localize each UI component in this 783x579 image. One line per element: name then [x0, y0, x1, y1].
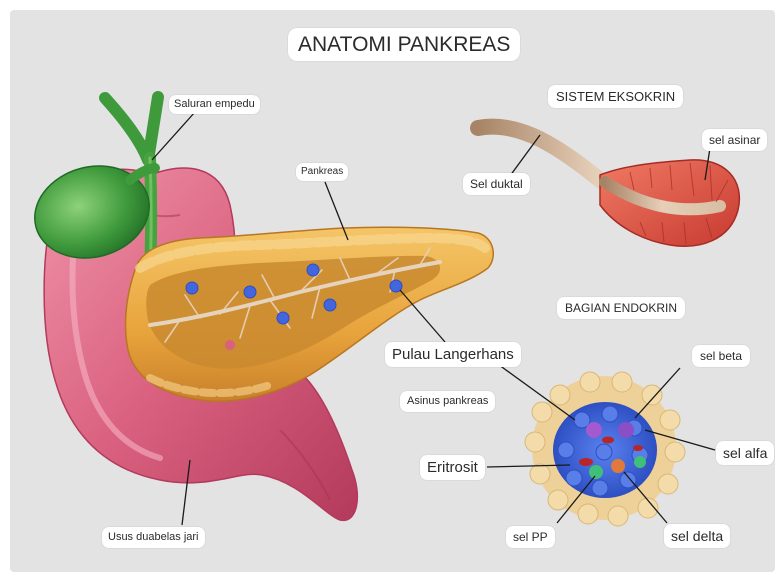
label-sel-duktal: Sel duktal	[463, 173, 530, 195]
delta-cell	[611, 459, 625, 473]
label-saluran-empedu: Saluran empedu	[169, 95, 260, 114]
bile-duct	[105, 97, 158, 160]
pp-cell-2	[634, 456, 646, 468]
alpha-cell	[618, 422, 634, 438]
label-usus-duabelas-jari: Usus duabelas jari	[102, 527, 205, 548]
label-bagian-endokrin: BAGIAN ENDOKRIN	[557, 297, 685, 319]
label-sistem-eksokrin: SISTEM EKSOKRIN	[548, 85, 683, 108]
label-sel-asinar: sel asinar	[702, 129, 767, 151]
label-sel-beta: sel beta	[692, 345, 750, 367]
erythrocyte	[579, 458, 593, 466]
page-title: ANATOMI PANKREAS	[288, 28, 520, 61]
label-pulau-langerhans: Pulau Langerhans	[385, 342, 521, 367]
pp-cell	[589, 465, 603, 479]
beta-cell	[586, 422, 602, 438]
erythrocyte	[602, 437, 614, 444]
label-asinus-pankreas: Asinus pankreas	[400, 391, 495, 412]
label-pankreas: Pankreas	[296, 163, 348, 181]
label-sel-alfa: sel alfa	[716, 441, 774, 465]
label-sel-pp: sel PP	[506, 526, 555, 548]
label-sel-delta: sel delta	[664, 524, 730, 548]
erythrocyte	[633, 445, 643, 451]
vessel-dot	[225, 340, 235, 350]
label-eritrosit: Eritrosit	[420, 455, 485, 480]
